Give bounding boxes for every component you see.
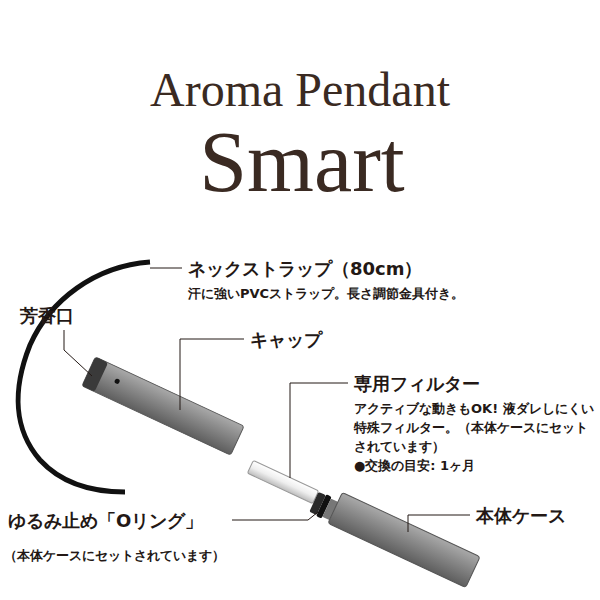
- cap: [82, 357, 244, 455]
- filter: [247, 460, 318, 503]
- part-note: アクティブな動きもOK! 液ダレしにくい特殊フィルター。（本体ケースにセットされ…: [354, 399, 594, 456]
- part-name: 専用フィルター: [354, 372, 480, 396]
- part-name: キャップ: [250, 328, 322, 352]
- title: Aroma Pendant: [0, 62, 600, 117]
- body-case: [328, 492, 480, 587]
- part-name: ネックストラップ（80cm）: [188, 257, 422, 281]
- part-name: 芳香口: [20, 304, 74, 328]
- part-name: ゆるみ止め「Oリング」: [8, 509, 203, 533]
- part-note: 汗に強いPVCストラップ。長さ調節金具付き。: [188, 284, 464, 303]
- part-note: （本体ケースにセットされています）: [4, 546, 225, 565]
- title-line: Smart: [2, 112, 600, 212]
- part-name: 本体ケース: [476, 504, 566, 528]
- leader-lines: [64, 268, 470, 532]
- part-note: ●交換の目安: 1ヶ月: [354, 456, 475, 475]
